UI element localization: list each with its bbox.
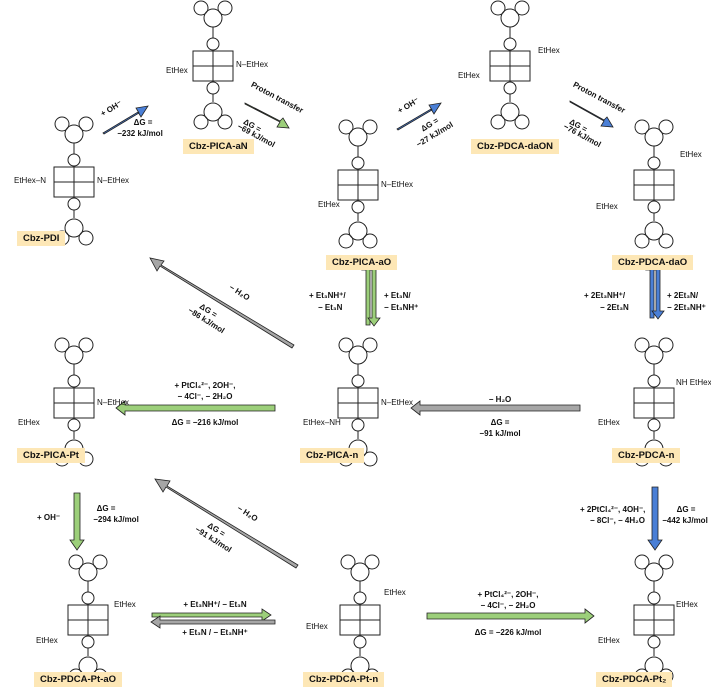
molecule-cbz-pdca-dao	[633, 119, 675, 249]
step9-value: −91 kJ/mol	[479, 429, 521, 438]
pica-n-left-substituent: EtHex–NH	[303, 418, 341, 427]
step12-dg: ΔG =	[676, 505, 696, 514]
step14-dg: ΔG = −226 kJ/mol	[474, 628, 542, 637]
step6-left2: − Et₃N	[318, 303, 343, 312]
molecule-cbz-pdca-pt2	[633, 554, 675, 684]
molecule-cbz-pica-pt	[53, 337, 95, 467]
arrow-oh-addition-1	[102, 105, 149, 135]
molecule-cbz-pdca-pt-n	[339, 554, 381, 684]
pdca-dao-left-substituent: EtHex	[596, 202, 618, 211]
pica-an-left-substituent: EtHex	[166, 66, 188, 75]
step10-value: −294 kJ/mol	[93, 515, 139, 524]
step14-line1: + PtCl₄²⁻, 2OH⁻,	[477, 590, 539, 599]
pica-pt-right-substituent: N–EtHex	[97, 398, 130, 407]
pdca-daon-right-substituent: EtHex	[538, 46, 560, 55]
arrow-platination-2	[647, 486, 663, 551]
label-cbz-pdca-dao: Cbz-PDCA-daO	[612, 255, 694, 270]
step7-left: + 2Et₃NH⁺/	[584, 291, 626, 300]
arrow-deprotonation-3-left	[150, 615, 276, 629]
label-cbz-pdca-pt-ao: Cbz-PDCA-Pt-aO	[34, 672, 122, 687]
step6-right2: − Et₃NH⁺	[384, 303, 419, 312]
pdca-n-left-substituent: EtHex	[598, 418, 620, 427]
molecule-cbz-pdi	[53, 116, 95, 246]
arrow-platination-1	[115, 400, 276, 416]
step6-right: + Et₃N/	[384, 291, 411, 300]
pdca-pt-ao-left-substituent: EtHex	[36, 636, 58, 645]
label-cbz-pica-n: Cbz-PICA-n	[300, 448, 365, 463]
molecule-cbz-pdca-daon	[489, 0, 531, 130]
step1-dg: ΔG =	[133, 118, 153, 127]
pica-n-right-substituent: N–EtHex	[381, 398, 414, 407]
label-cbz-pica-ao: Cbz-PICA-aO	[326, 255, 398, 270]
pdca-dao-right-substituent: EtHex	[680, 150, 702, 159]
step14-line2: − 4Cl⁻, − 2H₂O	[480, 601, 536, 610]
step8-line1: + PtCl₄²⁻, 2OH⁻,	[174, 381, 236, 390]
molecule-cbz-pica-an	[192, 0, 234, 130]
label-cbz-pdca-pt-n: Cbz-PDCA-Pt-n	[303, 672, 385, 687]
step7-left2: − 2Et₃N	[600, 303, 629, 312]
arrow-dehydration-3	[154, 478, 299, 569]
arrow-deprotonation-down	[367, 264, 381, 327]
pica-ao-right-substituent: N–EtHex	[381, 180, 414, 189]
label-cbz-pdca-daon: Cbz-PDCA-daON	[471, 139, 559, 154]
pdca-pt-n-right-substituent: EtHex	[384, 588, 406, 597]
arrow-oh-addition-3	[69, 492, 85, 551]
step7-right2: − 2Et₃NH⁺	[667, 303, 706, 312]
step13-top: + Et₃NH⁺/ − Et₃N	[183, 600, 247, 609]
molecule-cbz-pdca-pt-ao	[67, 554, 109, 684]
pdi-left-substituent: EtHex–N	[14, 176, 47, 185]
step12-line1: + 2PtCl₄²⁻, 4OH⁻,	[580, 505, 646, 514]
arrow-dehydration-2	[410, 400, 581, 416]
step8-dg: ΔG = −216 kJ/mol	[171, 418, 239, 427]
pica-an-right-substituent: N–EtHex	[236, 60, 269, 69]
pdca-pt2-left-substituent: EtHex	[598, 636, 620, 645]
label-cbz-pdca-n: Cbz-PDCA-n	[612, 448, 681, 463]
arrow-proton-transfer-1	[244, 102, 290, 129]
arrow-oh-addition-2	[396, 102, 442, 131]
pdca-pt2-right-substituent: EtHex	[676, 600, 698, 609]
pica-pt-left-substituent: EtHex	[18, 418, 40, 427]
arrow-deprotonation-2-down	[651, 264, 665, 320]
pdca-pt-ao-right-substituent: EtHex	[114, 600, 136, 609]
step12-line2: − 8Cl⁻, − 4H₂O	[590, 516, 645, 525]
label-cbz-pdca-pt2: Cbz-PDCA-Pt₂	[596, 672, 673, 687]
step9-line1: − H₂O	[488, 395, 512, 404]
molecule-cbz-pica-n	[337, 337, 379, 467]
step10-dg: ΔG =	[96, 504, 116, 513]
step10-reagent: + OH⁻	[37, 513, 61, 522]
step8-line2: − 4Cl⁻, − 2H₂O	[177, 392, 233, 401]
arrow-proton-transfer-2	[569, 100, 614, 128]
arrow-platination-3	[426, 608, 595, 624]
label-cbz-pica-an: Cbz-PICA-aN	[183, 139, 254, 154]
arrow-dehydration-1	[149, 257, 295, 349]
pdi-right-substituent: N–EtHex	[97, 176, 130, 185]
step13-bottom: + Et₃N / − Et₃NH⁺	[182, 628, 248, 637]
label-cbz-pica-pt: Cbz-PICA-Pt	[17, 448, 85, 463]
pdca-pt-n-left-substituent: EtHex	[306, 622, 328, 631]
step12-value: −442 kJ/mol	[662, 516, 708, 525]
pica-ao-left-substituent: EtHex	[318, 200, 340, 209]
step7-right: + 2Et₃N/	[667, 291, 699, 300]
label-cbz-pdi: Cbz-PDI	[17, 231, 66, 246]
step6-left: + Et₃NH⁺/	[309, 291, 346, 300]
step9-dg: ΔG =	[490, 418, 510, 427]
pdca-n-right-substituent: NH EtHex	[676, 378, 711, 387]
molecule-cbz-pdca-n	[633, 337, 675, 467]
arrow-protonation-3-right	[151, 608, 272, 622]
molecule-cbz-pica-ao	[337, 119, 379, 249]
pdca-daon-left-substituent: EtHex	[458, 71, 480, 80]
step1-value: −232 kJ/mol	[117, 129, 163, 138]
